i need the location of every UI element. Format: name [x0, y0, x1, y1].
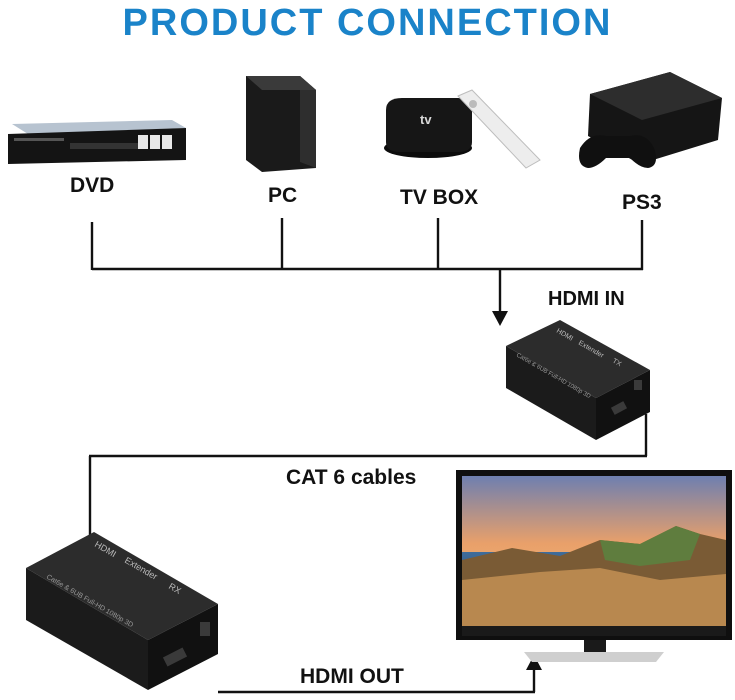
hdmi-out-label: HDMI OUT — [300, 665, 404, 688]
receiver-device: HDMI Extender RX Cat6e & 6UB Full-HD 108… — [26, 532, 218, 690]
source-label-ps3: PS3 — [622, 191, 662, 214]
source-bus-lines — [90, 218, 644, 312]
dvd-player-image — [8, 120, 186, 164]
hdmi-out-line — [218, 670, 536, 694]
page-title: PRODUCT CONNECTION — [122, 2, 613, 44]
tv-box-image: tv — [384, 89, 541, 169]
tx-print-mode: TX — [611, 358, 623, 369]
hdmi-in-label: HDMI IN — [548, 288, 625, 310]
hdmi-out-arrow — [526, 655, 542, 670]
source-label-tv-box: TV BOX — [400, 186, 479, 209]
ps3-console-image — [579, 72, 722, 168]
television-image — [456, 470, 732, 662]
transmitter-device: HDMI Extender TX Cat6e & 6UB Full-HD 108… — [506, 320, 650, 440]
source-label-pc: PC — [268, 184, 298, 207]
source-label-dvd: DVD — [70, 174, 115, 197]
cat6-cable-label: CAT 6 cables — [286, 466, 417, 489]
cat6-cable-line — [88, 414, 648, 540]
pc-tower-image — [246, 76, 316, 172]
apple-tv-logo-text: tv — [420, 112, 432, 127]
hdmi-in-arrow — [492, 311, 508, 326]
